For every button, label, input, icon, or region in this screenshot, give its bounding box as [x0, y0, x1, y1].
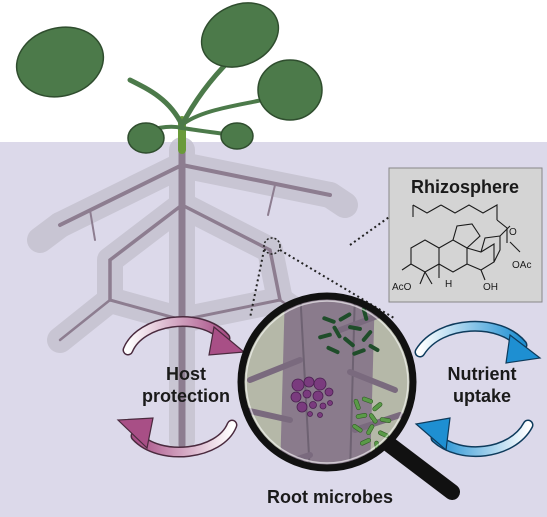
- molecule-oh: OH: [483, 282, 498, 293]
- molecule-aco: AcO: [392, 282, 412, 293]
- magnifying-glass-icon: [237, 292, 460, 500]
- molecule-carbonyl: O: [509, 227, 517, 238]
- molecule-structure: [401, 204, 521, 285]
- inset-callout-line: [349, 214, 393, 246]
- host-protection-label-line2: protection: [142, 386, 230, 406]
- zoom-source-circle: [263, 237, 281, 255]
- root-system: [58, 141, 332, 449]
- zoom-callout-line-left: [249, 249, 265, 319]
- nutrient-uptake-cycle-arrows: [414, 320, 542, 457]
- nutrient-uptake-label-line2: uptake: [453, 386, 511, 406]
- host-protection-cycle-arrows: [116, 315, 246, 458]
- microbe-cluster-purple: [290, 376, 334, 418]
- molecule-h: H: [445, 279, 452, 290]
- molecule-oac: OAc: [512, 260, 531, 271]
- plant-icon: [15, 2, 323, 154]
- host-protection-label-line1: Host: [166, 364, 206, 384]
- microbe-cluster-light-green: [352, 396, 392, 453]
- microbe-cluster-dark-green: [318, 307, 380, 356]
- nutrient-uptake-label-line1: Nutrient: [448, 364, 517, 384]
- root-microbes-label: Root microbes: [267, 487, 393, 507]
- rhizosphere-title: Rhizosphere: [411, 177, 519, 197]
- rhizosphere-inset: Rhizosphere O OAc AcO H OH: [388, 167, 543, 303]
